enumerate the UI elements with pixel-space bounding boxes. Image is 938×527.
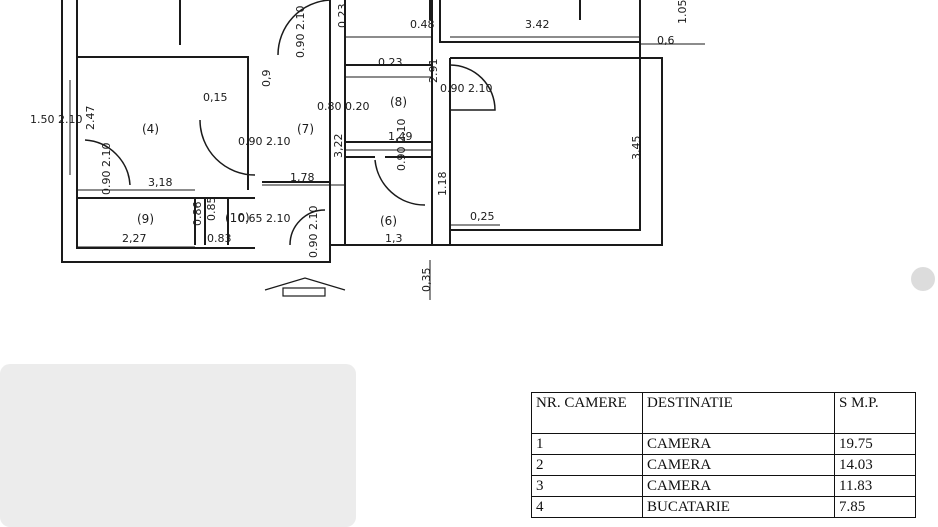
cell-destinatie: BUCATARIE: [642, 496, 835, 518]
col-header-nr: NR. CAMERE: [531, 392, 643, 434]
dim-label: 0.90 2.10: [100, 143, 113, 195]
dim-label: 3,22: [332, 134, 345, 159]
dim-label: 0.90 2.10: [395, 119, 408, 171]
table-row: 3 CAMERA 11.83: [531, 475, 916, 497]
dim-label: 0.48: [410, 18, 435, 31]
cell-nr: 4: [531, 496, 643, 518]
cell-nr: 2: [531, 454, 643, 476]
dim-label: 3,45: [630, 136, 643, 161]
cell-destinatie: CAMERA: [642, 475, 835, 497]
redacted-area: [0, 364, 356, 527]
dim-label: 1.50 2.10: [30, 113, 82, 126]
dim-label: 0,25: [470, 210, 495, 223]
dim-label: 1,49: [388, 130, 413, 143]
room-number: (8): [390, 95, 407, 109]
room-number: (7): [297, 122, 314, 136]
cell-area: 14.03: [834, 454, 916, 476]
rooms-table: NR. CAMERE DESTINATIE S M.P. 1 CAMERA 19…: [531, 392, 916, 518]
dim-label: 0,6: [657, 34, 675, 47]
col-header-destinatie: DESTINATIE: [642, 392, 835, 434]
dim-label: 0.90 2.10: [238, 135, 290, 148]
room-number: (6): [380, 214, 397, 228]
dim-label: 1.05: [676, 0, 689, 24]
dim-label: 0.86: [191, 202, 204, 227]
dim-label: 0.83: [207, 232, 232, 245]
cell-nr: 3: [531, 475, 643, 497]
dim-label: 0.85: [205, 197, 218, 222]
dim-label: 0,35: [420, 268, 433, 293]
dim-label: 3.42: [525, 18, 550, 31]
cell-nr: 1: [531, 433, 643, 455]
dim-label: 1,3: [385, 232, 403, 245]
dim-label: 1,78: [290, 171, 315, 184]
dim-label: 3,18: [148, 176, 173, 189]
room-number: (10): [225, 211, 250, 225]
table-row: 1 CAMERA 19.75: [531, 433, 916, 455]
dim-label: 0,9: [260, 70, 273, 88]
dim-label: 0.23: [336, 4, 349, 29]
dim-label: 0.65 2.10: [238, 212, 290, 225]
dim-label: 0,15: [203, 91, 228, 104]
room-number: (4): [142, 122, 159, 136]
table-row: 4 BUCATARIE 7.85: [531, 496, 916, 518]
room-number: (9): [137, 212, 154, 226]
dim-label: 0.90 2.10: [294, 6, 307, 58]
cell-area: 11.83: [834, 475, 916, 497]
table-header-row: NR. CAMERE DESTINATIE S M.P.: [531, 392, 916, 434]
dim-label: 0.80 0.20: [317, 100, 369, 113]
dim-label: 0.90 2.10: [440, 82, 492, 95]
cell-destinatie: CAMERA: [642, 433, 835, 455]
dim-label: 0.23: [378, 56, 403, 69]
table-row: 2 CAMERA 14.03: [531, 454, 916, 476]
cell-area: 7.85: [834, 496, 916, 518]
dim-label: 2,27: [122, 232, 147, 245]
cell-destinatie: CAMERA: [642, 454, 835, 476]
gray-dot: [911, 267, 935, 291]
dim-label: 2.47: [84, 106, 97, 131]
col-header-smp: S M.P.: [834, 392, 916, 434]
floor-plan: 0.23 0.48 3.42 1.05 0,6 0.90 2.10 0.23 2…: [30, 0, 705, 300]
cell-area: 19.75: [834, 433, 916, 455]
dim-label: 0.90 2.10: [307, 206, 320, 258]
dim-label: 1.18: [436, 172, 449, 197]
dim-label: 2.91: [427, 59, 440, 84]
